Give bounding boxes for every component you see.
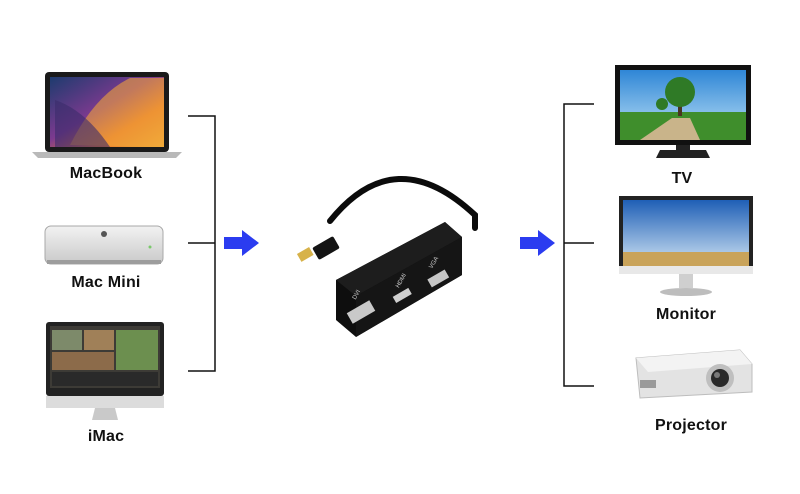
- laptop-icon: [32, 72, 182, 158]
- target-label-monitor: Monitor: [655, 306, 717, 323]
- target-bracket: [563, 103, 594, 387]
- mac-mini-icon: [44, 225, 164, 265]
- projector-icon: [635, 349, 753, 399]
- tv-icon: [615, 65, 751, 158]
- source-label-macbook: MacBook: [69, 165, 143, 182]
- right-arrow-icon: [520, 230, 555, 256]
- source-label-imac: iMac: [87, 428, 125, 445]
- right-arrow-icon: [224, 230, 259, 256]
- target-label-tv: TV: [671, 170, 693, 187]
- adapter-icon: [296, 176, 478, 337]
- monitor-icon: [619, 196, 753, 296]
- source-label-mac-mini: Mac Mini: [71, 274, 141, 291]
- target-label-projector: Projector: [654, 417, 728, 434]
- source-bracket: [188, 115, 216, 372]
- imac-icon: [46, 322, 164, 420]
